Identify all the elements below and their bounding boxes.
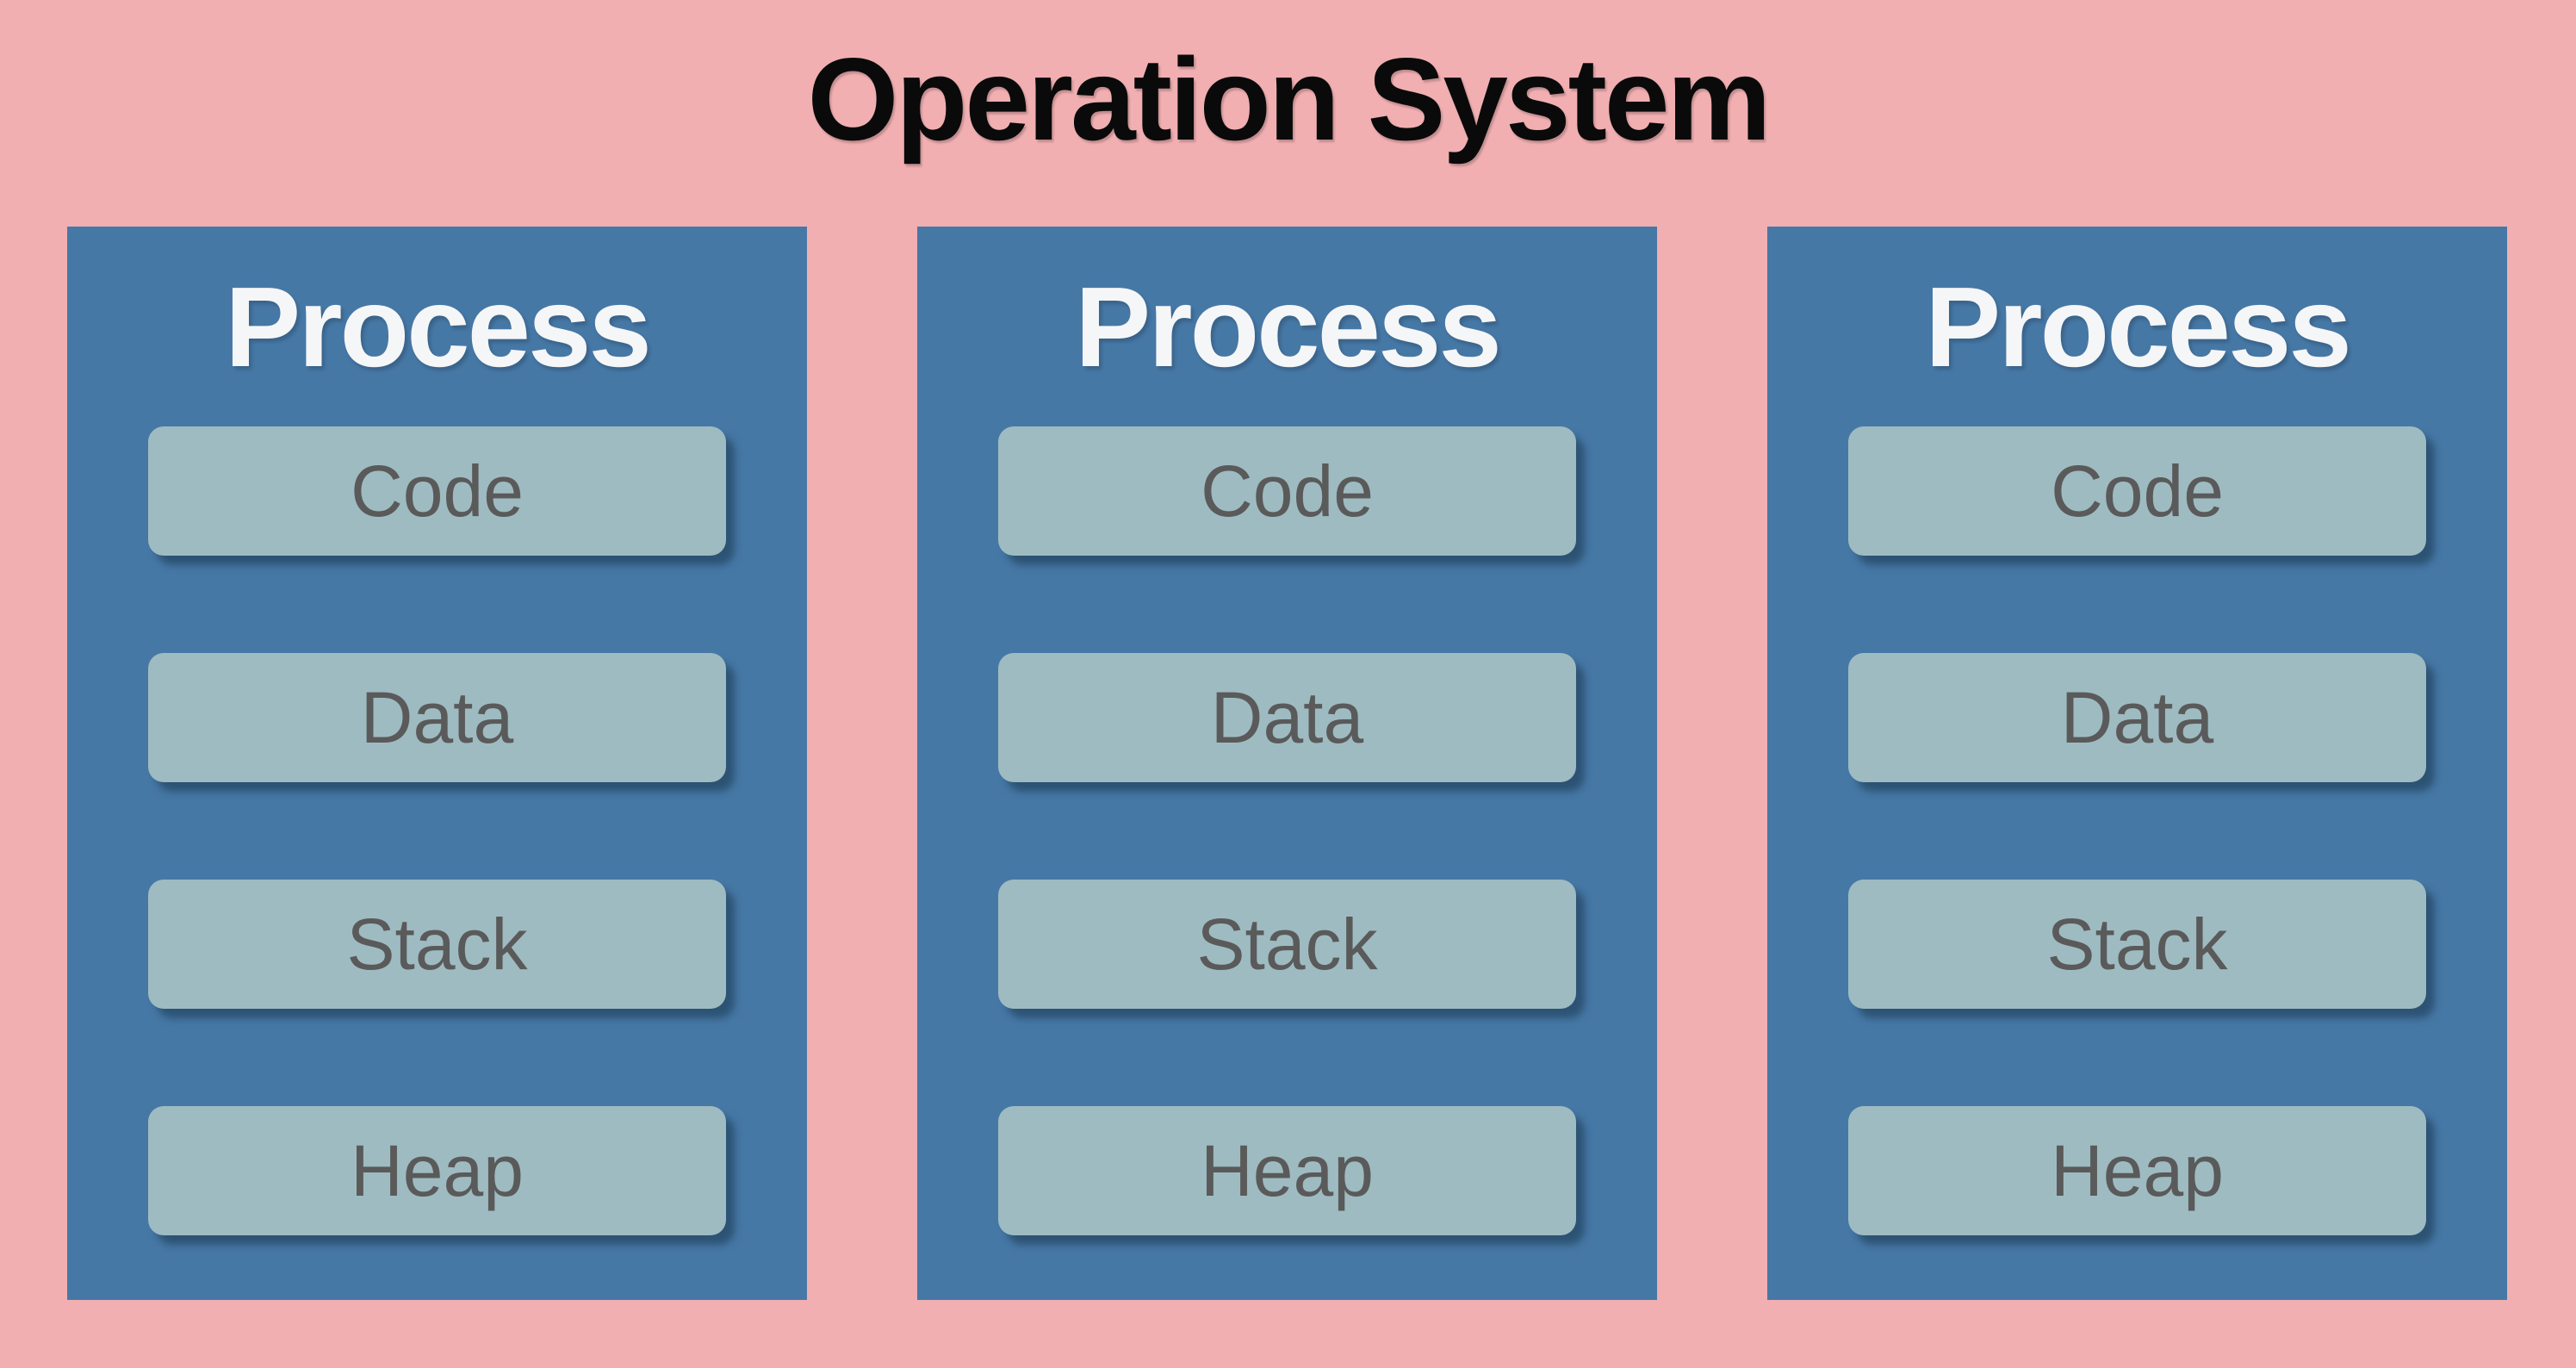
memory-segment-data: Data [998,653,1576,782]
process-title: Process [1075,263,1502,390]
process-title: Process [1925,263,2352,390]
process-box-3: Process Code Data Stack Heap [1767,227,2507,1300]
memory-segment-heap: Heap [148,1106,726,1235]
memory-segment-stack: Stack [998,880,1576,1009]
page-title: Operation System [807,34,1772,165]
memory-segment-data: Data [148,653,726,782]
memory-segment-stack: Stack [148,880,726,1009]
process-box-2: Process Code Data Stack Heap [917,227,1657,1300]
memory-segment-stack: Stack [1848,880,2426,1009]
memory-segment-code: Code [1848,426,2426,556]
memory-segment-code: Code [998,426,1576,556]
segment-list: Code Data Stack Heap [998,426,1576,1235]
segment-list: Code Data Stack Heap [148,426,726,1235]
memory-segment-heap: Heap [998,1106,1576,1235]
memory-segment-heap: Heap [1848,1106,2426,1235]
process-title: Process [225,263,652,390]
segment-list: Code Data Stack Heap [1848,426,2426,1235]
memory-segment-data: Data [1848,653,2426,782]
process-row: Process Code Data Stack Heap Process Cod… [67,227,2507,1300]
memory-segment-code: Code [148,426,726,556]
process-box-1: Process Code Data Stack Heap [67,227,807,1300]
